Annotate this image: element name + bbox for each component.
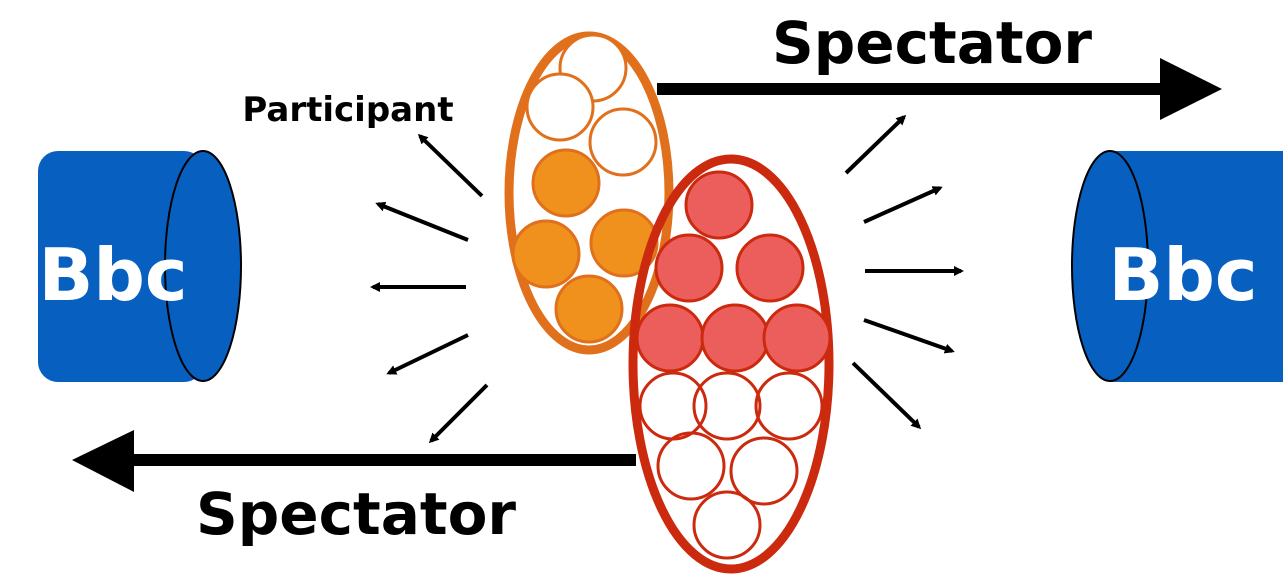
spectator-bottom-label: Spectator <box>196 480 516 548</box>
bbc-left-label: Bbc <box>38 233 187 317</box>
red-nucleon <box>658 433 724 499</box>
orange-nucleon <box>527 74 593 140</box>
red-nucleus <box>633 159 830 569</box>
spectator-bottom-arrowhead <box>72 430 134 492</box>
left-emission-arrows <box>373 136 487 441</box>
right-emission-arrow <box>864 188 940 222</box>
orange-nucleon-participant <box>513 221 579 287</box>
red-nucleon <box>640 373 706 439</box>
red-nucleon-participant <box>764 305 830 371</box>
right-bbc-detector: Bbc <box>1072 151 1283 382</box>
orange-nucleus <box>509 35 669 350</box>
right-emission-arrows <box>846 117 961 427</box>
left-emission-arrow <box>420 136 482 196</box>
orange-nucleon-participant <box>533 150 599 216</box>
red-nucleon-participant <box>637 305 703 371</box>
red-nucleon-participant <box>656 235 722 301</box>
left-emission-arrow <box>431 385 487 441</box>
red-nucleon <box>694 373 760 439</box>
right-emission-arrow <box>846 117 904 173</box>
bbc-right-label: Bbc <box>1108 233 1257 317</box>
left-bbc-detector: Bbc <box>38 151 241 382</box>
spectator-top-arrowhead <box>1160 58 1222 120</box>
left-emission-arrow <box>378 204 468 240</box>
red-nucleon <box>694 492 760 558</box>
right-emission-arrow <box>853 363 919 427</box>
red-nucleon-participant <box>702 305 768 371</box>
right-emission-arrow <box>864 320 952 351</box>
orange-nucleon <box>590 109 656 175</box>
red-nucleon <box>756 373 822 439</box>
left-emission-arrow <box>389 335 468 373</box>
red-nucleon-participant <box>686 172 752 238</box>
spectator-top-label: Spectator <box>772 9 1092 77</box>
red-nucleon-participant <box>737 235 803 301</box>
orange-nucleon-participant <box>556 276 622 342</box>
participant-label: Participant <box>242 90 453 130</box>
